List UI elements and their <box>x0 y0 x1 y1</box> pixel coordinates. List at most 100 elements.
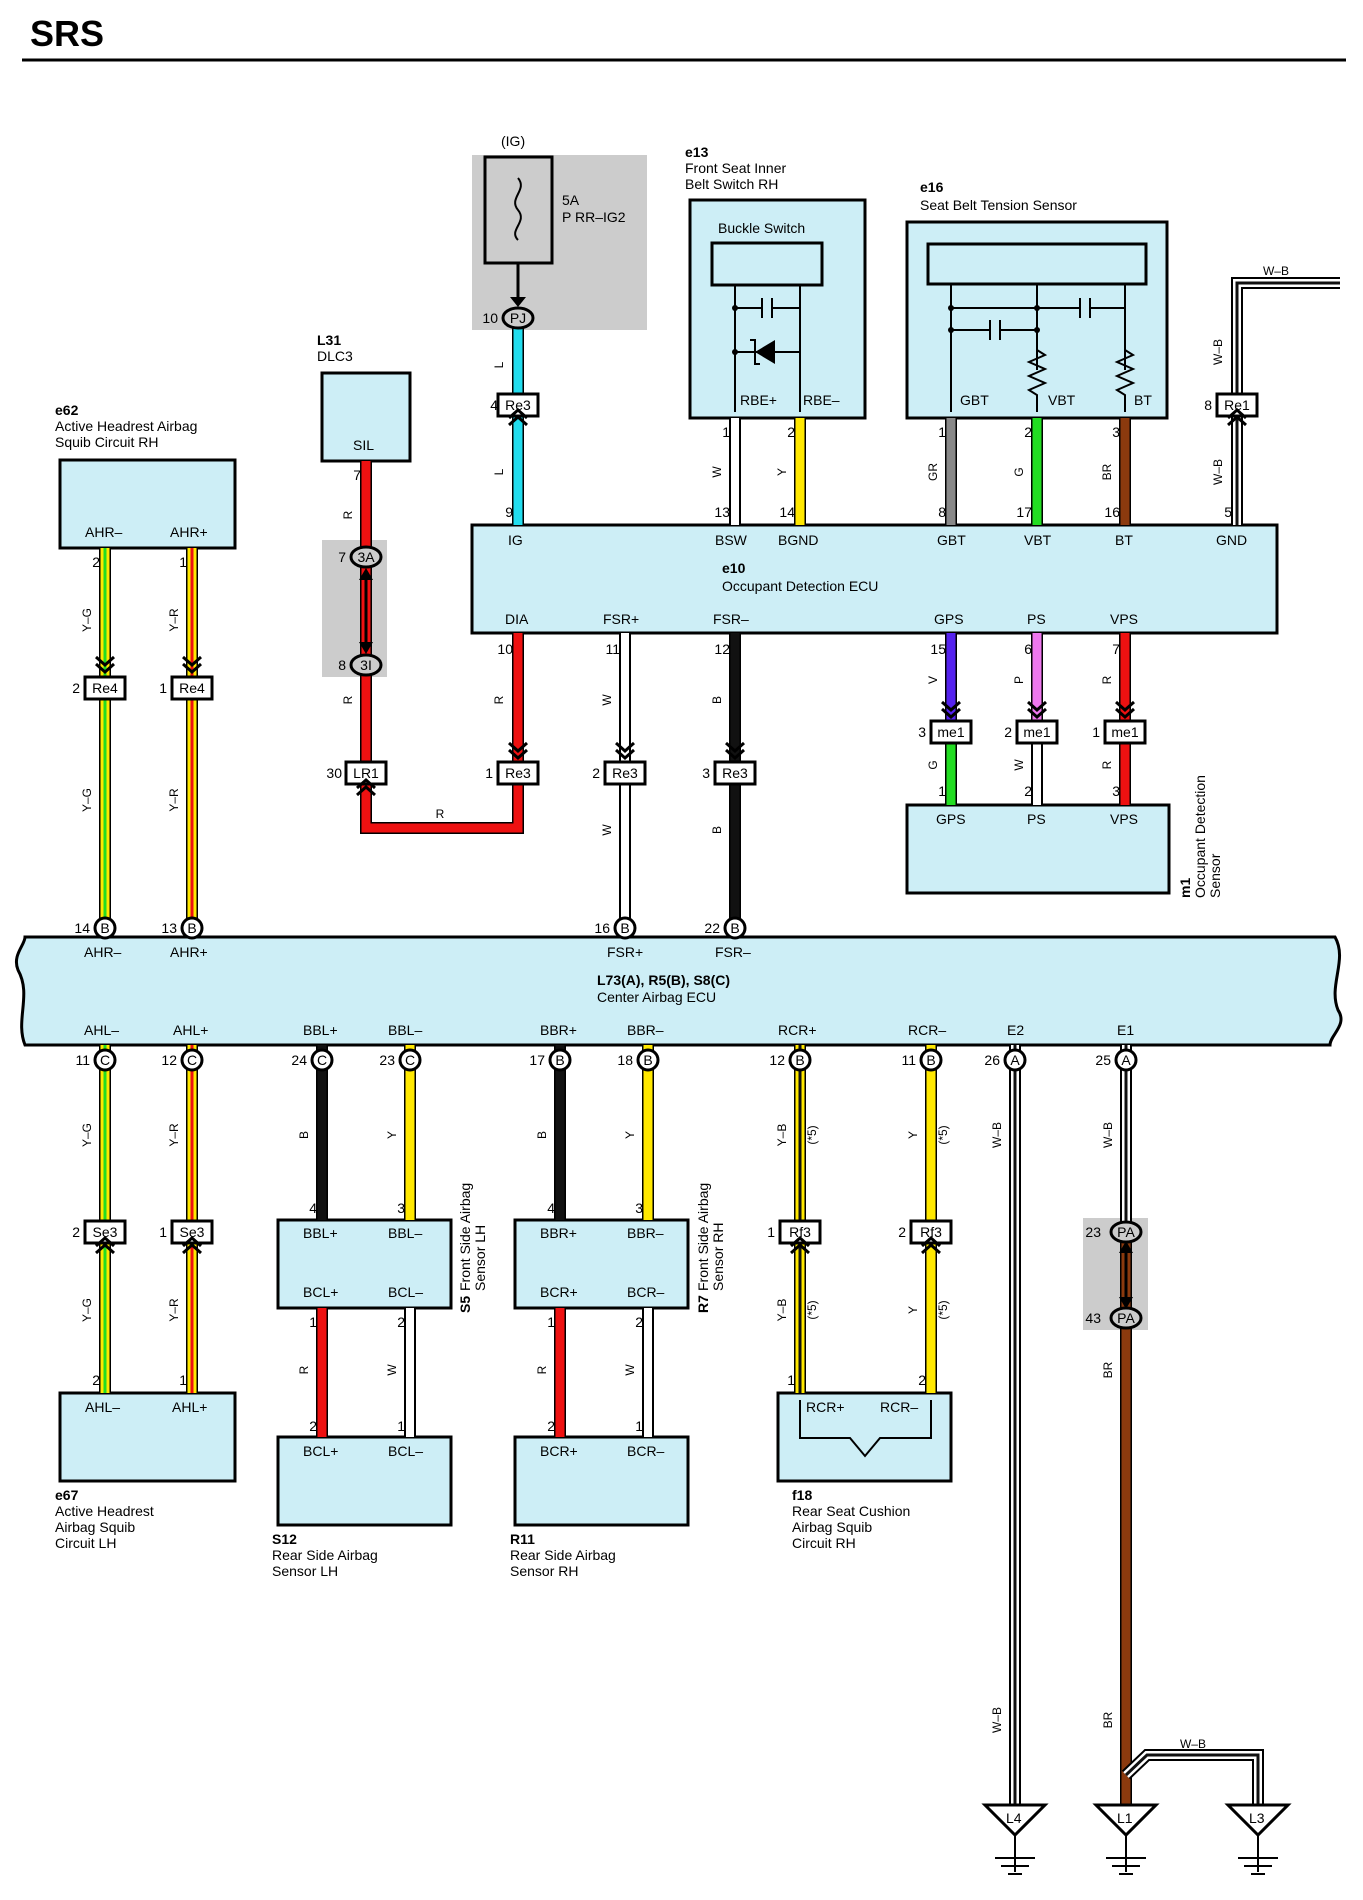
chevron-icon <box>182 1235 202 1248</box>
wire-label: W–B <box>990 1707 1004 1733</box>
e67-box <box>58 1391 237 1483</box>
m1-pin-label-1: GPS <box>936 811 966 827</box>
resistor-icon <box>1114 349 1136 412</box>
connector-PA: PA <box>1109 1220 1143 1244</box>
svg-text:Occupant Detection: Occupant Detection <box>1192 775 1208 898</box>
s5-pin-label-4: BCL– <box>388 1284 423 1300</box>
pin-number: 7 <box>1112 641 1120 657</box>
fuse-arrow-icon <box>510 297 526 307</box>
s12-code: S12 <box>272 1531 297 1547</box>
svg-text:3I: 3I <box>360 657 372 673</box>
svg-text:IG: IG <box>508 532 523 548</box>
f18-pin-label-2: RCR– <box>880 1399 918 1415</box>
center-code: L73(A), R5(B), S8(C) <box>597 972 730 988</box>
chevron-icon <box>508 748 528 761</box>
wire-label: Y–R <box>167 608 181 632</box>
note-label: (*5) <box>805 1125 819 1144</box>
pin-number: 14 <box>74 920 90 936</box>
connector-B: B <box>548 1048 572 1072</box>
svg-text:LR1: LR1 <box>353 765 379 781</box>
svg-text:Re4: Re4 <box>92 680 118 696</box>
pin-number: 2 <box>72 680 80 696</box>
wire-label: B <box>710 696 724 704</box>
connector-Re1: Re1 <box>1215 392 1259 418</box>
chevron-icon <box>790 1242 810 1255</box>
pin-number: 10 <box>497 641 513 657</box>
wire-label: L <box>492 468 506 475</box>
svg-text:AHR+: AHR+ <box>170 944 208 960</box>
svg-text:E2: E2 <box>1007 1022 1024 1038</box>
svg-text:B: B <box>620 920 629 936</box>
r11-pin-label-1: BCR+ <box>540 1443 578 1459</box>
connector-A: A <box>1114 1048 1138 1072</box>
svg-text:Se3: Se3 <box>180 1224 205 1240</box>
connector-B: B <box>723 916 747 940</box>
svg-text:Re4: Re4 <box>179 680 205 696</box>
s5-label: S5 Front Side Airbag Sensor LH <box>457 1183 488 1313</box>
connector-PA: PA <box>1109 1306 1143 1330</box>
connector-B: B <box>613 916 637 940</box>
wire-label: Y–R <box>167 1123 181 1147</box>
pin-number: 17 <box>529 1052 545 1068</box>
svg-text:A: A <box>1010 1052 1020 1068</box>
pin-number: 9 <box>505 504 513 520</box>
svg-text:C: C <box>187 1052 197 1068</box>
connector-Re4: Re4 <box>83 675 127 701</box>
connector-Re3: Re3 <box>713 760 757 786</box>
wire-label: W–B <box>1211 459 1225 485</box>
ground-L3: L3 <box>1224 1803 1292 1875</box>
connector-Re3: Re3 <box>496 760 540 786</box>
svg-text:B: B <box>100 920 109 936</box>
svg-text:GND: GND <box>1216 532 1247 548</box>
svg-text:GPS: GPS <box>934 611 964 627</box>
pin-number: 3 <box>1112 424 1120 440</box>
wire-label: R <box>341 695 355 704</box>
chevron-icon <box>725 741 745 754</box>
svg-text:Sensor RH: Sensor RH <box>710 1223 726 1291</box>
connector-C: C <box>180 1048 204 1072</box>
e62-pin-label-2: AHR+ <box>170 524 208 540</box>
e10-bottom-pin-labels: DIA FSR+ FSR– GPS PS VPS <box>505 611 1138 627</box>
pin-number: 25 <box>1095 1052 1111 1068</box>
pin-number: 5 <box>1224 504 1232 520</box>
wire-label: GR <box>926 463 940 481</box>
pin-number: 2 <box>72 1224 80 1240</box>
svg-text:Front Side Airbag: Front Side Airbag <box>695 1183 711 1291</box>
note-label: (*5) <box>805 1300 819 1319</box>
pin-number: 8 <box>938 504 946 520</box>
svg-text:B: B <box>795 1052 804 1068</box>
pin-number: 2 <box>918 1372 926 1388</box>
pin-number: 2 <box>547 1418 555 1434</box>
note-label: (*5) <box>936 1300 950 1319</box>
e13-pin-label-1: RBE+ <box>740 392 777 408</box>
wire-label: B <box>710 826 724 834</box>
chevron-icon <box>182 655 202 668</box>
connector-me1: me1 <box>929 719 973 745</box>
svg-text:VBT: VBT <box>1024 532 1052 548</box>
chevron-icon <box>182 1242 202 1255</box>
pin-number: 2 <box>92 1372 100 1388</box>
pin-number: 2 <box>1024 424 1032 440</box>
svg-text:E1: E1 <box>1117 1022 1134 1038</box>
pin-number: 2 <box>787 424 795 440</box>
e67-code: e67 <box>55 1487 79 1503</box>
chevron-icon <box>182 662 202 675</box>
fuse-icon <box>514 177 522 241</box>
pin-number: 2 <box>592 765 600 781</box>
chevron-icon <box>1027 707 1047 720</box>
chevron-icon <box>95 662 115 675</box>
wire-label: W <box>623 1364 637 1376</box>
ground-label-L1: L1 <box>1117 1810 1133 1826</box>
svg-text:Re1: Re1 <box>1224 397 1250 413</box>
wire-label: Y–G <box>80 1298 94 1322</box>
svg-text:Sensor: Sensor <box>1207 853 1223 898</box>
pin-number: 13 <box>714 504 730 520</box>
svg-text:AHL+: AHL+ <box>173 1022 208 1038</box>
r7-label: R7 Front Side Airbag Sensor RH <box>695 1183 726 1313</box>
svg-text:DIA: DIA <box>505 611 529 627</box>
svg-text:C: C <box>317 1052 327 1068</box>
connector-me1: me1 <box>1103 719 1147 745</box>
e16-name1: Seat Belt Tension Sensor <box>920 197 1077 213</box>
r11-name2: Sensor RH <box>510 1563 578 1579</box>
